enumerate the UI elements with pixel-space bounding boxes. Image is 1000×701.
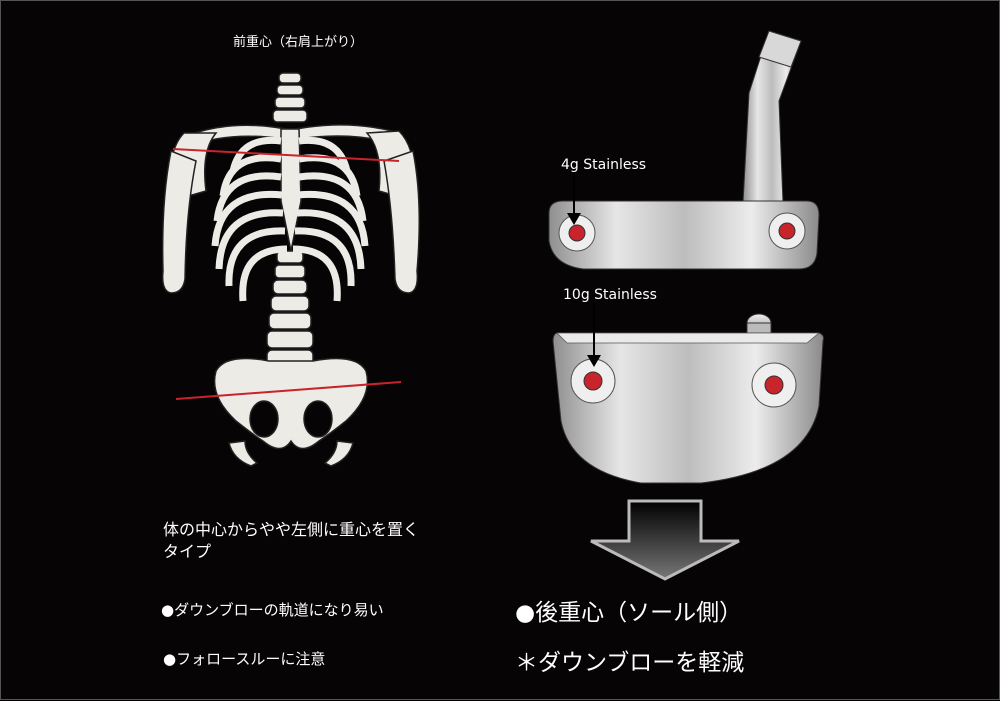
result-note: ＊ダウンブローを軽減 <box>515 650 745 676</box>
right-hip-socket <box>303 400 333 438</box>
sole-weight-right <box>751 362 797 408</box>
top-weight-left <box>558 214 596 252</box>
sole-weight-label: 10g Stainless <box>563 287 657 303</box>
down-arrow-icon <box>590 499 740 581</box>
ribs-right <box>292 136 369 302</box>
top-weight-label: 4g Stainless <box>561 157 647 173</box>
putter-top-view <box>548 30 820 270</box>
pointer-arrow-sole <box>587 355 601 367</box>
description-line-1: 体の中心からやや左側に重心を置く <box>163 520 420 539</box>
sole-weight-left <box>570 358 616 404</box>
skeleton-illustration <box>161 72 420 467</box>
pelvis <box>213 357 369 450</box>
pointer-arrow-top <box>567 213 581 225</box>
spine <box>266 72 314 367</box>
bullet-follow-through: ●フォロースルーに注意 <box>163 650 326 668</box>
hip-slope-line <box>175 381 402 400</box>
top-weight-right <box>768 212 806 250</box>
result-heading: ●後重心（ソール側） <box>515 600 743 626</box>
description-line-2: タイプ <box>163 542 212 561</box>
ribs-left <box>211 136 288 302</box>
left-humerus <box>161 149 197 294</box>
diagram-title: 前重心（右肩上がり） <box>233 35 364 50</box>
putter-head-top <box>548 200 820 270</box>
shoulder-slope-line <box>172 148 400 162</box>
putter-head-sole <box>552 332 824 484</box>
bullet-downblow: ●ダウンブローの軌道になり易い <box>161 601 384 619</box>
right-humerus <box>383 150 420 294</box>
left-femur <box>228 440 259 467</box>
putter-sole-view <box>552 303 824 484</box>
sternum <box>280 128 302 252</box>
right-femur <box>323 440 354 467</box>
left-hip-socket <box>249 400 279 438</box>
